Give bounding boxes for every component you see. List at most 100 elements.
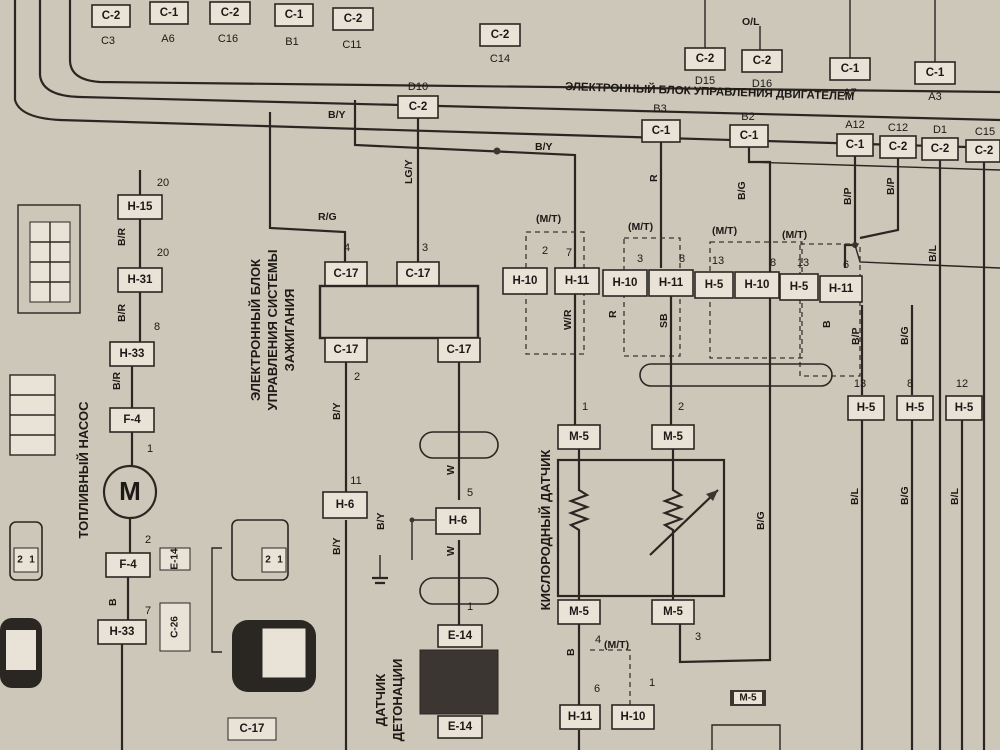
connector-label: C-2: [753, 55, 772, 67]
pin-label: 1: [147, 443, 153, 455]
pin-label: B2: [741, 111, 754, 123]
connector-label: H-6: [449, 515, 468, 527]
wire-label: B/L: [849, 488, 861, 506]
connector-label: H-5: [857, 402, 876, 414]
oxygen-sensor: 1 2 M-5 M-5 M-5 M-5 4 3 (M/T) КИСЛОРОДНЫ…: [538, 294, 726, 750]
knock-wires: [344, 362, 499, 750]
wire-label: B/G: [899, 486, 911, 505]
pin-label: 2: [354, 371, 360, 383]
pin-label: D1: [933, 124, 947, 136]
connector-b3: B3 C-1: [641, 103, 681, 143]
pin-label: 13: [712, 255, 724, 267]
connector-label: C-1: [652, 125, 671, 137]
ecm-lower-connectors: D10 C-2 B3 C-1 B2 C-1 A12 C-1 C12 C-2 D1…: [397, 81, 1000, 163]
mt-label: (M/T): [712, 225, 737, 237]
connector-label: H-15: [128, 201, 154, 213]
pin-label: 7: [145, 605, 151, 617]
pin-label: 3: [422, 242, 428, 254]
connector-label: C-17: [406, 268, 431, 280]
pin-label: A12: [845, 119, 865, 131]
wire-label: B/P: [885, 177, 897, 195]
pin-label: 3: [637, 253, 643, 265]
connector-label: C-1: [285, 9, 304, 21]
wire-label: B/L: [949, 488, 961, 506]
connector-label: H-11: [568, 711, 593, 723]
connector-label: H-5: [955, 402, 974, 414]
connector-c15: C15 C-2: [965, 126, 1000, 163]
pin-label: 12: [956, 378, 968, 390]
pin-label: 1: [29, 555, 35, 566]
pin-label: C11: [342, 39, 361, 51]
pin-label: 8: [770, 257, 776, 269]
wire-label: B/G: [736, 181, 748, 200]
connector-label: C-2: [975, 145, 994, 157]
wire-label: B/P: [842, 187, 854, 205]
fuel-pump-circuit: 20 H-15 20 H-31 8 H-33 F-4 1 M 2 F-4 7 H…: [76, 170, 169, 750]
connector-label: H-31: [128, 274, 154, 286]
connector-label: C-17: [334, 344, 359, 356]
wire-label: B: [107, 598, 119, 606]
connector-label: C-26: [170, 616, 181, 638]
connector-b1: C-1 B1: [274, 3, 314, 48]
connector-a3: C-1 A3: [914, 0, 956, 103]
connector-label: H-10: [745, 279, 770, 291]
wire-label: B/R: [116, 228, 128, 247]
connector-label: C-17: [334, 268, 359, 280]
wire-label: B/R: [116, 304, 128, 323]
pin-label: 6: [843, 259, 849, 271]
wire-label: B/G: [755, 511, 767, 530]
wire-label: B/R: [111, 372, 123, 391]
connector-label: C-1: [846, 139, 865, 151]
pin-label: 20: [157, 177, 169, 189]
pin-label: 11: [350, 475, 361, 487]
wire-label-ol: O/L: [742, 16, 760, 28]
knock-sensor: 1 E-14 E-14 ДАТЧИК ДЕТОНАЦИИ: [373, 601, 499, 741]
pin-label: B3: [653, 103, 666, 115]
wire-label: B/Y: [331, 402, 343, 420]
pin-label: C3: [101, 35, 115, 47]
wire-label: W: [445, 546, 457, 556]
knock-title-line: ДАТЧИК: [373, 674, 388, 726]
ecm-top-connectors: C-2 C3 C-1 A6 C-2 C16 C-1 B1 C-2 C11 C-2…: [91, 0, 956, 103]
bottom-connectors: 6 H-11 1 H-10 M-5: [559, 677, 781, 750]
ignition-title-line: ЭЛЕКТРОННЫЙ БЛОК: [248, 259, 263, 401]
pin-label: A7: [843, 87, 856, 99]
connector-label: C-1: [926, 67, 945, 79]
connector-label: C-2: [221, 7, 240, 19]
ignition-title-line: ЗАЖИГАНИЯ: [282, 289, 297, 372]
pin-label: A3: [928, 91, 941, 103]
pin-label: C14: [490, 53, 510, 65]
pin-label: D16: [752, 78, 772, 90]
wire-label: R: [607, 310, 619, 318]
wire-label: B: [565, 648, 577, 656]
connector-label: C-1: [160, 7, 179, 19]
pin-label: B1: [285, 36, 298, 48]
pin-label: C16: [218, 33, 238, 45]
connector-d10: D10 C-2: [397, 81, 439, 119]
motor-symbol: M: [119, 476, 141, 506]
connector-label: M-5: [663, 431, 683, 443]
connector-label: C-2: [344, 13, 363, 25]
connector-label: H-10: [613, 277, 638, 289]
pin-label: 7: [566, 247, 572, 259]
mt-label: (M/T): [604, 639, 629, 651]
pin-label: 3: [695, 631, 701, 643]
pin-label: 2: [145, 534, 151, 546]
wire-label: B/Y: [331, 537, 343, 555]
wire-label: LG/Y: [403, 159, 415, 184]
harness-row: (M/T) (M/T) (M/T) (M/T) 2 H-10 7 H-11 3 …: [502, 213, 863, 387]
wire-label: SB: [658, 313, 670, 328]
connector-label: C-1: [740, 130, 759, 142]
connector-label: C-2: [409, 101, 428, 113]
connector-label: E-14: [448, 721, 473, 733]
pin-label: 5: [467, 487, 473, 499]
connector-c14: C-2 C14: [479, 23, 521, 65]
connector-label: H-5: [906, 402, 925, 414]
pin-label: 4: [595, 634, 601, 646]
pin-label: 1: [277, 555, 283, 566]
pin-label: D15: [695, 75, 715, 87]
ignition-control-unit: 4 3 C-17 C-17 C-17 C-17 2 ЭЛЕКТРОННЫЙ БЛ…: [248, 242, 481, 410]
wire-label: B/L: [927, 245, 939, 263]
connector-label: H-11: [829, 283, 854, 295]
